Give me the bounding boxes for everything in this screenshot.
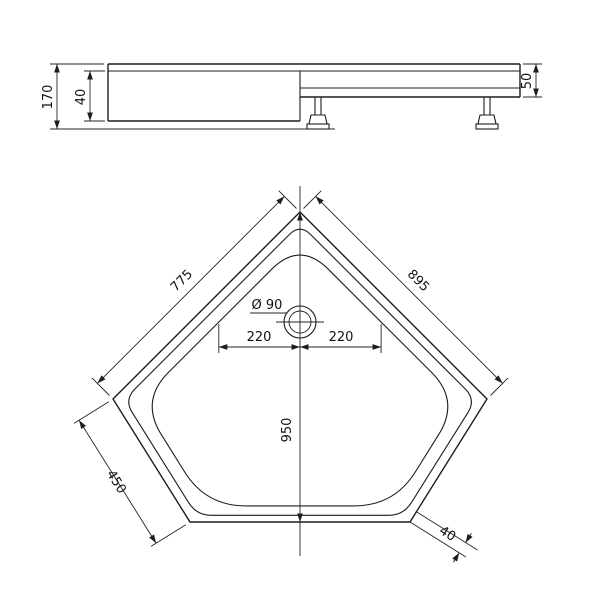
dim-panel-height-40: 40: [74, 70, 105, 122]
extension-line: [278, 190, 297, 209]
dimension-arrow: [452, 552, 460, 563]
dim-edge-upper-right-label: 895: [404, 267, 432, 295]
dim-overall-depth-950: 950: [280, 186, 303, 556]
plan-view: Ø 90 950 775 895 220 220: [73, 186, 509, 563]
dim-rim-width-40: 40: [409, 511, 478, 563]
dim-rim-width-label: 40: [436, 523, 458, 544]
dim-drain-offset-left-label: 220: [247, 330, 272, 345]
dim-edge-upper-left-label: 775: [168, 267, 196, 295]
dim-rim-height-50: 50: [520, 63, 542, 98]
dim-edge-lower-left-label: 450: [103, 468, 129, 497]
dim-drain-offset-right-label: 220: [329, 330, 354, 345]
dimension-line: [315, 196, 503, 384]
extension-line: [303, 190, 322, 209]
dim-overall-depth-label: 950: [280, 418, 295, 443]
extension-line: [409, 521, 467, 558]
dim-total-height-170: 170: [41, 63, 335, 130]
dim-total-height-label: 170: [41, 85, 56, 110]
dim-panel-height-label: 40: [74, 89, 89, 106]
foot-left-base: [306, 123, 330, 130]
dim-edge-upper-left-775: 775: [91, 190, 297, 396]
dimension-line: [97, 196, 285, 384]
dim-drain-offsets-220: 220 220: [218, 324, 382, 353]
dim-drain-diameter-label: Ø 90: [252, 298, 283, 313]
adjustable-feet: [306, 97, 499, 130]
dimension-line: [78, 419, 157, 544]
extension-line: [91, 377, 110, 396]
extension-line: [490, 377, 509, 396]
foot-left: [308, 114, 328, 125]
extension-line: [150, 524, 187, 547]
extension-line: [416, 511, 478, 551]
foot-right: [477, 114, 497, 125]
dim-edge-lower-left-450: 450: [73, 401, 187, 547]
foot-right-base: [475, 123, 499, 130]
side-view-outline: [107, 63, 521, 122]
side-view: 170 40 50: [41, 63, 542, 130]
dimension-arrow: [465, 533, 473, 543]
extension-line: [73, 401, 110, 424]
dim-edge-upper-right-895: 895: [303, 190, 509, 396]
tray-rim-contour: [128, 228, 472, 516]
dim-rim-height-label: 50: [520, 73, 535, 90]
